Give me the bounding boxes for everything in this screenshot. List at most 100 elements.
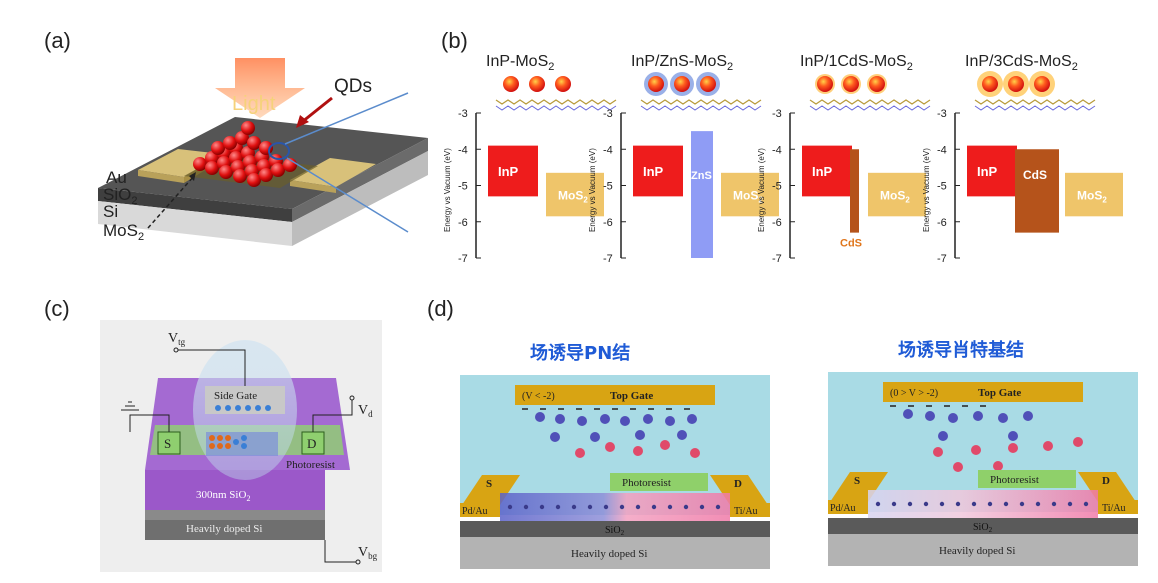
carrier-red-icon bbox=[1008, 443, 1018, 453]
band-diagram-title: InP/ZnS-MoS2 bbox=[631, 53, 733, 73]
y-tick-label: -7 bbox=[603, 253, 613, 265]
vtg-label: Vtg bbox=[168, 331, 186, 347]
drain-label-c: D bbox=[307, 436, 316, 451]
carrier-red-icon bbox=[690, 448, 700, 458]
lattice-atom-icon bbox=[523, 504, 529, 510]
y-tick-label: -3 bbox=[458, 108, 468, 120]
inp-band-label: InP bbox=[812, 164, 833, 179]
vd-label: Vd bbox=[358, 403, 373, 419]
zoom-line-bottom bbox=[286, 157, 409, 233]
mos2-lattice-icon bbox=[974, 105, 1096, 111]
inp-band-box bbox=[488, 145, 538, 197]
au-electrode-right-front bbox=[290, 180, 336, 193]
light-arrow-icon bbox=[215, 58, 305, 118]
y-tick-label: -4 bbox=[458, 144, 468, 156]
qds-arrow-head-icon bbox=[296, 115, 309, 128]
sio2-label-c: 300nm SiO2 bbox=[196, 489, 250, 503]
band-diagram-title: InP-MoS2 bbox=[486, 53, 554, 73]
mos2-arrow-head-icon bbox=[189, 172, 196, 181]
carrier-blue-icon bbox=[1008, 431, 1018, 441]
y-axis-label: Energy vs Vacuum (eV) bbox=[588, 148, 597, 232]
y-tick-label: -6 bbox=[937, 217, 947, 229]
y-tick-label: -4 bbox=[772, 144, 782, 156]
y-tick-label: -6 bbox=[603, 217, 613, 229]
pd-au-label: Pd/Au bbox=[462, 506, 488, 517]
si-layer bbox=[828, 534, 1138, 566]
si-label: Heavily doped Si bbox=[939, 545, 1015, 557]
si-side-face bbox=[292, 151, 428, 246]
carrier-blue-icon bbox=[903, 409, 913, 419]
lattice-atom-icon bbox=[1019, 501, 1025, 507]
gate-condition-label: (V < -2) bbox=[522, 391, 555, 402]
qd-icon bbox=[817, 76, 833, 92]
vtg-wire bbox=[178, 349, 246, 386]
si-label-c: Heavily doped Si bbox=[186, 523, 262, 535]
y-tick-label: -6 bbox=[772, 217, 782, 229]
y-tick-label: -7 bbox=[772, 253, 782, 265]
mos2-band-box bbox=[1065, 172, 1123, 217]
lattice-atom-icon bbox=[635, 504, 641, 510]
lattice-atom-icon bbox=[539, 504, 545, 510]
carrier-blue-icon bbox=[1023, 411, 1033, 421]
qd-icon bbox=[1034, 76, 1050, 92]
carrier-blue-icon bbox=[973, 411, 983, 421]
si-layer-front bbox=[145, 520, 325, 540]
mos2-label: MoS2 bbox=[103, 221, 144, 243]
cds-band-box bbox=[1015, 149, 1059, 233]
panel-a-label: (a) bbox=[44, 28, 71, 53]
sio2-layer bbox=[460, 521, 770, 537]
si-layer-top bbox=[145, 510, 325, 520]
mos2-band-box bbox=[721, 172, 779, 217]
qd-icon bbox=[674, 76, 690, 92]
au-electrode-left-front bbox=[138, 170, 184, 183]
photoresist-block bbox=[610, 473, 708, 491]
ti-au-pad bbox=[1098, 500, 1138, 514]
carrier-blue-icon bbox=[998, 413, 1008, 423]
photoresist-label: Photoresist bbox=[990, 474, 1039, 486]
drain-label: D bbox=[734, 478, 742, 490]
lattice-atom-icon bbox=[971, 501, 977, 507]
source-label-c: S bbox=[164, 436, 171, 451]
qd-icon bbox=[1008, 76, 1024, 92]
top-gate-electrode bbox=[515, 385, 715, 405]
mos2-band-box bbox=[546, 172, 604, 217]
side-gate-label: Side Gate bbox=[214, 390, 257, 402]
lattice-atom-icon bbox=[667, 504, 673, 510]
y-tick-label: -3 bbox=[772, 108, 782, 120]
sio2-front-face bbox=[98, 188, 292, 222]
band-diagram-title: InP/3CdS-MoS2 bbox=[965, 53, 1078, 73]
y-tick-label: -7 bbox=[458, 253, 468, 265]
y-tick-label: -3 bbox=[937, 108, 947, 120]
source-label: S bbox=[486, 478, 492, 490]
au-label: Au bbox=[106, 168, 127, 187]
panel-d: (d) bbox=[427, 296, 454, 321]
panel-a: (a) Light bbox=[44, 28, 428, 246]
qd-icon bbox=[982, 76, 998, 92]
y-tick-label: -4 bbox=[937, 144, 947, 156]
carrier-blue-icon bbox=[550, 432, 560, 442]
carrier-red-icon bbox=[660, 440, 670, 450]
si-label: Heavily doped Si bbox=[571, 548, 647, 560]
qd-icon bbox=[529, 76, 545, 92]
qd-icon bbox=[503, 76, 519, 92]
lattice-atom-icon bbox=[571, 504, 577, 510]
y-tick-label: -7 bbox=[937, 253, 947, 265]
y-tick-label: -5 bbox=[772, 181, 782, 193]
pd-au-pad bbox=[828, 500, 868, 514]
band-diagram-3: InP/1CdS-MoS2 -3 -4 -5 -6 -7 Energy vs Vacuum … bbox=[757, 53, 931, 265]
carrier-red-icon bbox=[993, 461, 1003, 471]
sio2-label: SiO2 bbox=[973, 522, 993, 534]
qds-label: QDs bbox=[334, 76, 372, 97]
sio2-side-face bbox=[292, 138, 428, 222]
zoom-line-top bbox=[284, 92, 409, 145]
y-axis-label: Energy vs Vacuum (eV) bbox=[757, 148, 766, 232]
drain-label: D bbox=[1102, 475, 1110, 487]
qd-icon bbox=[648, 76, 664, 92]
si-layer bbox=[460, 537, 770, 569]
band-diagram-title: InP/1CdS-MoS2 bbox=[800, 53, 913, 73]
carrier-red-icon bbox=[971, 445, 981, 455]
mos2-pointer bbox=[147, 175, 195, 229]
light-label: Light bbox=[232, 93, 276, 115]
